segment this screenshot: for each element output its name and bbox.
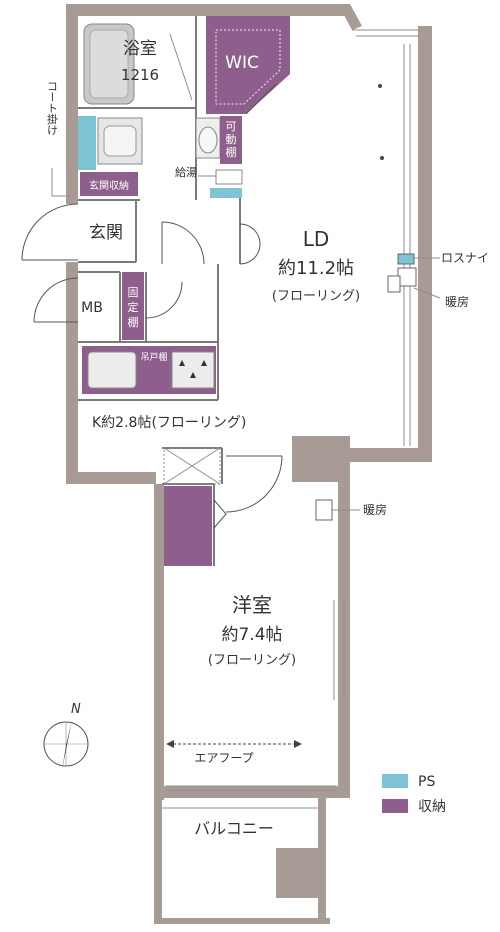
wic-label: WIC	[225, 53, 259, 73]
fixed-shelf-label-1: 固	[128, 286, 139, 299]
ld-floor: (フローリング)	[272, 289, 360, 304]
heater-room-label: 暖房	[363, 502, 387, 517]
legend-storage-label: 収納	[418, 799, 446, 815]
north-arrow-icon	[62, 720, 72, 770]
kitchen-stove	[171, 351, 215, 389]
toilet	[195, 117, 221, 159]
movable-shelf-label-2: 動	[226, 132, 237, 146]
refrigerator-space	[163, 447, 221, 485]
washbasin	[97, 117, 143, 165]
legend-storage-swatch	[382, 799, 408, 813]
compass	[43, 720, 89, 770]
ps-shaft-2	[210, 188, 242, 198]
compass-label: N	[71, 702, 81, 717]
legend-ps-swatch	[382, 774, 408, 788]
stove-burners	[179, 360, 207, 378]
wic-storage	[206, 16, 290, 114]
water-heater	[215, 169, 243, 185]
movable-shelf-label-3: 棚	[226, 145, 237, 159]
bath-size: 1216	[121, 66, 159, 84]
air-hoop	[166, 740, 302, 748]
heater-ld	[397, 267, 417, 287]
light-point	[378, 84, 382, 88]
bathtub	[83, 23, 135, 105]
hanging-cabinet-label: 吊戸棚	[140, 351, 167, 363]
entry-storage-label: 玄関収納	[89, 179, 129, 192]
light-point	[380, 156, 384, 160]
entrance-label: 玄関	[89, 223, 123, 243]
windows	[166, 29, 420, 791]
kitchen-label: K約2.8帖(フローリング)	[92, 415, 246, 431]
western-label: 洋室	[232, 593, 272, 617]
fixed-shelf-label-2: 定	[128, 300, 139, 314]
fixed-shelf	[122, 272, 144, 340]
air-hoop-label: エアフープ	[194, 751, 253, 765]
legend: PS 収納	[382, 774, 446, 815]
mb-label: MB	[81, 300, 103, 316]
losnay-label: ロスナイ	[441, 251, 489, 265]
heater-ld-2	[387, 275, 401, 293]
entry-storage	[80, 172, 138, 196]
coat-label: コート掛け	[46, 81, 59, 136]
kitchen-sink	[87, 351, 137, 389]
fixed-shelf-label-3: 棚	[128, 315, 139, 329]
heater-room	[315, 499, 333, 521]
movable-shelf	[220, 116, 242, 164]
walls	[66, 4, 432, 924]
western-size: 約7.4帖	[221, 625, 282, 645]
ld-size: 約11.2帖	[278, 258, 354, 279]
losnay-unit	[397, 253, 415, 265]
ps-shaft-1	[78, 116, 96, 170]
ld-label: LD	[303, 227, 330, 251]
western-closet	[164, 486, 212, 566]
western-floor: (フローリング)	[208, 653, 296, 668]
bath-label: 浴室	[123, 39, 157, 59]
legend-ps-label: PS	[418, 774, 435, 790]
water-heater-label: 給湯	[175, 165, 197, 179]
balcony-label: バルコニー	[194, 819, 274, 838]
movable-shelf-label-1: 可	[226, 120, 237, 133]
heater-ld-label: 暖房	[445, 294, 469, 309]
